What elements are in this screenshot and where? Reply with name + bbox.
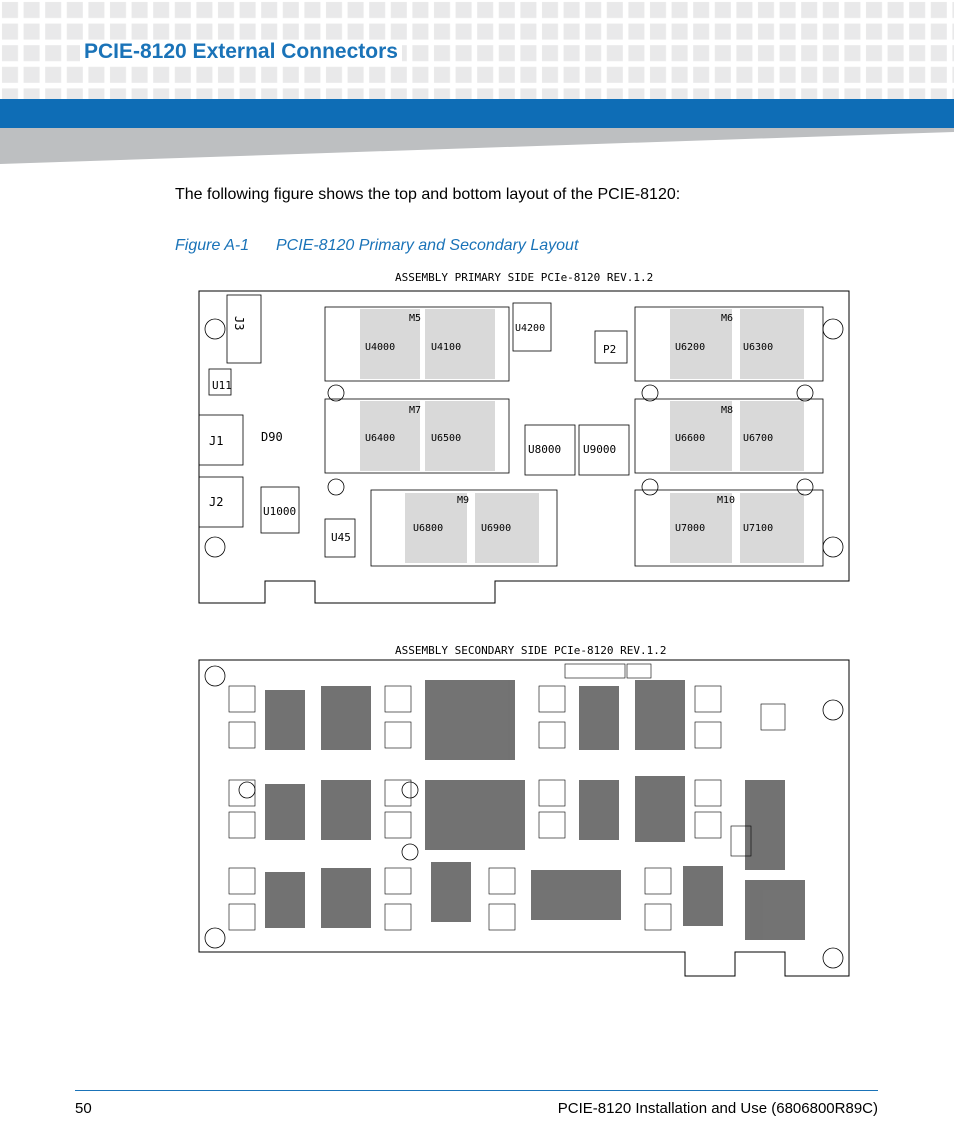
component-J2: J2: [209, 495, 223, 509]
module-M6: M6 U6200 U6300: [634, 306, 824, 382]
svg-text:U4000: U4000: [365, 342, 395, 353]
svg-text:M8: M8: [721, 405, 733, 416]
module-M8: M8 U6600 U6700: [634, 398, 824, 474]
svg-text:U6200: U6200: [675, 342, 705, 353]
header-grey-wedge: [0, 128, 954, 164]
svg-text:M5: M5: [409, 313, 421, 324]
primary-side-layout: ASSEMBLY PRIMARY SIDE PCIe-8120 REV.1.2 …: [198, 271, 850, 604]
svg-text:M7: M7: [409, 405, 421, 416]
page-number: 50: [75, 1100, 92, 1117]
module-M7: M7 U6400 U6500: [324, 398, 510, 474]
svg-text:U6300: U6300: [743, 342, 773, 353]
component-J3: J3: [232, 316, 246, 330]
intro-paragraph: The following figure shows the top and b…: [175, 186, 681, 203]
svg-text:U6700: U6700: [743, 433, 773, 444]
header-blue-bar: [0, 99, 954, 128]
svg-text:U7000: U7000: [675, 523, 705, 534]
component-D90: D90: [261, 430, 283, 444]
svg-text:M6: M6: [721, 313, 733, 324]
svg-text:U6800: U6800: [413, 523, 443, 534]
module-M5: M5 U4000 U4100: [324, 306, 510, 382]
svg-text:U6900: U6900: [481, 523, 511, 534]
component-P2: P2: [603, 343, 616, 356]
primary-side-label: ASSEMBLY PRIMARY SIDE PCIe-8120 REV.1.2: [395, 271, 653, 284]
module-M9: M9 U6800 U6900: [370, 489, 558, 567]
component-J1: J1: [209, 434, 223, 448]
component-U1000: U1000: [263, 505, 296, 518]
figure-caption: Figure A-1 PCIE-8120 Primary and Secondar…: [175, 237, 578, 255]
secondary-side-label: ASSEMBLY SECONDARY SIDE PCIe-8120 REV.1.…: [395, 644, 667, 657]
footer-divider: [75, 1090, 878, 1091]
svg-text:M9: M9: [457, 495, 469, 506]
section-title: PCIE-8120 External Connectors: [80, 40, 402, 64]
component-U9000: U9000: [583, 443, 616, 456]
component-U8000: U8000: [528, 443, 561, 456]
svg-text:U6400: U6400: [365, 433, 395, 444]
page-header: PCIE-8120 External Connectors: [0, 0, 954, 100]
svg-text:U6500: U6500: [431, 433, 461, 444]
component-U11: U11: [212, 379, 232, 392]
svg-text:U6600: U6600: [675, 433, 705, 444]
svg-text:U4100: U4100: [431, 342, 461, 353]
figure-caption-text: PCIE-8120 Primary and Secondary Layout: [276, 237, 579, 254]
svg-text:U7100: U7100: [743, 523, 773, 534]
svg-text:M10: M10: [717, 495, 735, 506]
component-U4200: U4200: [515, 323, 545, 334]
secondary-side-layout: ASSEMBLY SECONDARY SIDE PCIe-8120 REV.1.…: [198, 644, 850, 977]
module-M10: M10 U7000 U7100: [634, 489, 824, 567]
figure-number: Figure A-1: [175, 237, 250, 254]
component-U45: U45: [331, 531, 351, 544]
document-title: PCIE-8120 Installation and Use (6806800R…: [557, 1100, 878, 1117]
